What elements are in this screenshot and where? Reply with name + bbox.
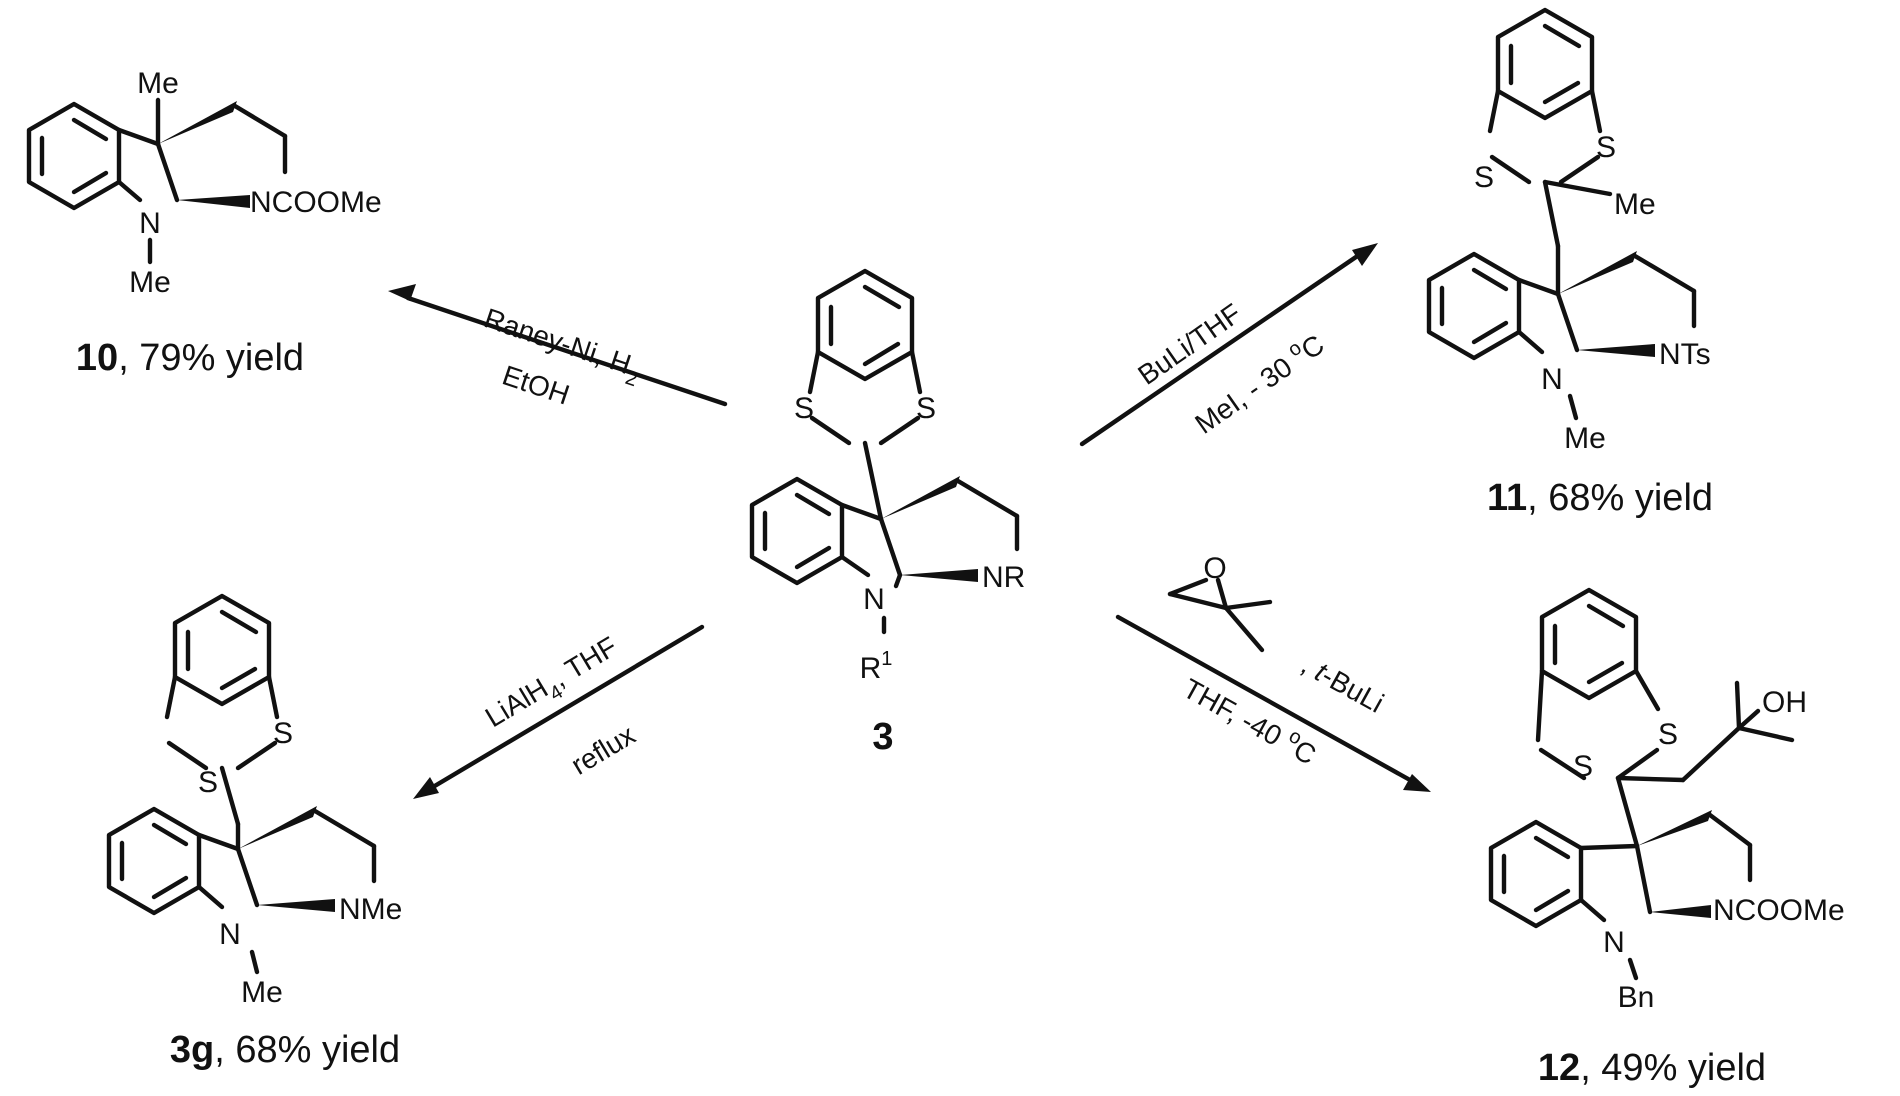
sulfur-atom-label: S — [794, 392, 814, 425]
indoline-benzene-ring — [106, 806, 202, 916]
methyl-label: Me — [129, 266, 171, 299]
compound-3: S S NR N R1 3 — [749, 268, 1025, 758]
compound-3g: S S NMe N Me 3g, 68% yield — [106, 593, 402, 1071]
indoline-benzene-ring — [1488, 819, 1584, 929]
sulfur-atom-label: S — [273, 717, 293, 750]
dithiole-benzene-ring — [1539, 587, 1639, 701]
compound-10: Me NCOOMe N Me 10, 79% yield — [26, 67, 382, 379]
methyl-label: Me — [137, 67, 179, 100]
indoline-benzene-ring — [26, 101, 122, 211]
indoline-benzene-ring — [1426, 251, 1522, 361]
ncoome-group-label: NCOOMe — [250, 186, 382, 219]
nts-group-label: NTs — [1659, 338, 1711, 371]
nitrogen-atom-label: N — [863, 583, 885, 616]
nitrogen-atom-label: N — [1541, 363, 1563, 396]
methyl-label: Me — [241, 976, 283, 1009]
compound-caption: 11, 68% yield — [1487, 477, 1713, 519]
solvent-label: EtOH — [499, 359, 574, 410]
sulfur-atom-label: S — [1658, 718, 1678, 751]
compound-caption: 3g, 68% yield — [170, 1029, 400, 1071]
sulfur-atom-label: S — [916, 392, 936, 425]
dithiole-benzene-ring — [172, 593, 272, 707]
compound-number: 3 — [872, 716, 893, 758]
sulfur-atom-label: S — [1573, 750, 1593, 783]
nme-group-label: NMe — [339, 893, 402, 926]
reagent-label: , t-BuLi — [1296, 649, 1389, 719]
sulfur-atom-label: S — [1474, 161, 1494, 194]
condition-label: reflux — [566, 719, 641, 781]
benzyl-label: Bn — [1618, 981, 1655, 1014]
compound-caption: 12, 49% yield — [1538, 1047, 1766, 1089]
dithiole-benzene-ring — [1495, 7, 1595, 121]
sulfur-atom-label: S — [198, 766, 218, 799]
compound-12: S S OH NCOOMe N Bn 12, 49% yield — [1488, 587, 1845, 1089]
nitrogen-atom-label: N — [139, 207, 161, 240]
methyl-label: Me — [1614, 188, 1656, 221]
compound-caption: 10, 79% yield — [76, 337, 304, 379]
nr-group-label: NR — [982, 561, 1025, 594]
r1-group-label: R1 — [860, 648, 893, 685]
arrow-to-compound-10: Raney-Ni, H2 EtOH — [388, 284, 728, 411]
compound-11: S S Me NTs N Me 11, 68% yield — [1426, 7, 1713, 519]
dithiole-benzene-ring — [815, 268, 915, 382]
nitrogen-atom-label: N — [219, 918, 241, 951]
arrow-to-compound-12: O , t-BuLi THF, -40 oC — [1115, 552, 1431, 792]
nitrogen-atom-label: N — [1603, 926, 1625, 959]
arrow-to-compound-11: BuLi/THF MeI, - 30 oC — [1079, 243, 1378, 447]
hydroxyl-label: OH — [1762, 686, 1807, 719]
epoxide-reagent: O — [1167, 552, 1273, 653]
ncoome-group-label: NCOOMe — [1713, 894, 1845, 927]
sulfur-atom-label: S — [1596, 131, 1616, 164]
epoxide-oxygen-label: O — [1203, 552, 1226, 585]
methyl-label: Me — [1564, 422, 1606, 455]
arrow-to-compound-3g: LiAlH4, THF reflux — [413, 624, 705, 799]
indoline-benzene-ring — [749, 476, 845, 586]
